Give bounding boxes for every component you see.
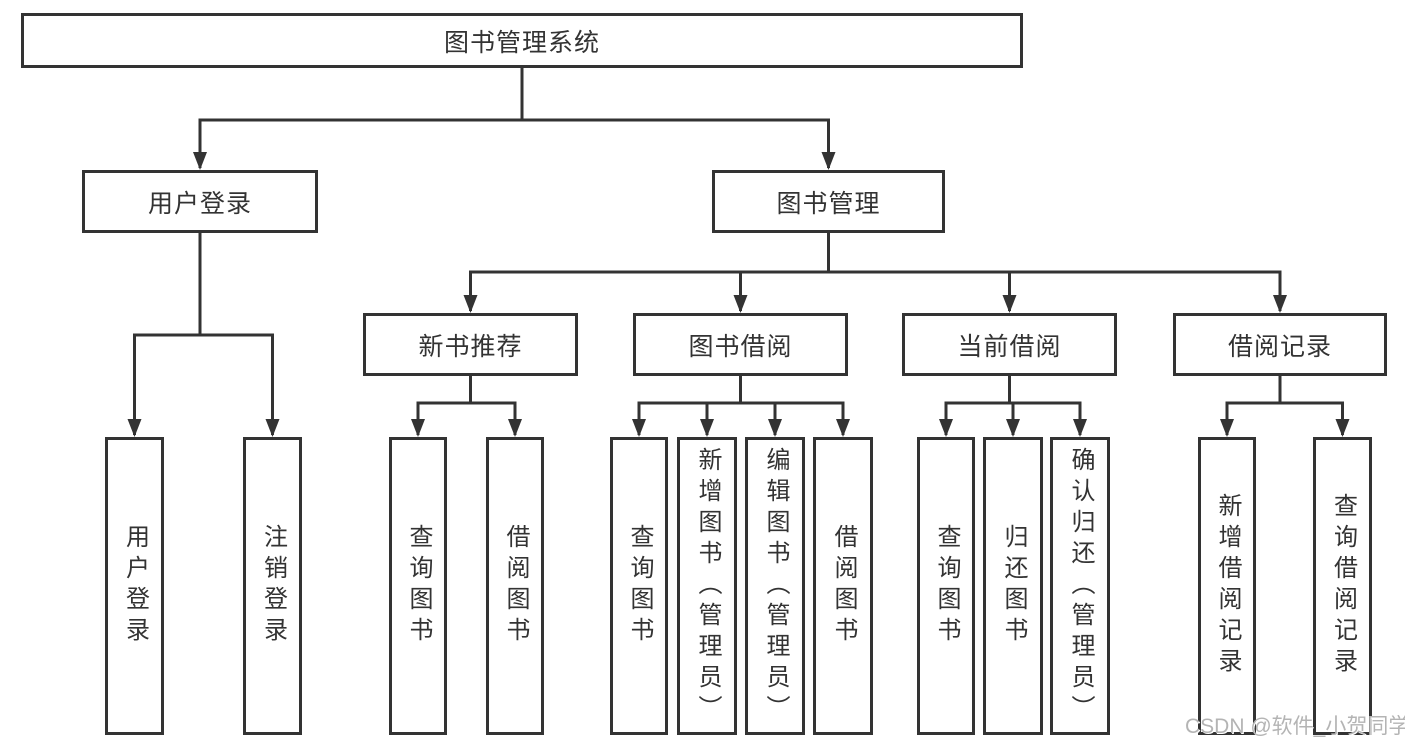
node-book-management: 图书管理: [712, 170, 945, 233]
node-user-login: 用户登录: [82, 170, 318, 233]
leaf-logout-label: 注销登录: [259, 524, 287, 648]
node-new-book-recommend-label: 新书推荐: [418, 332, 523, 361]
node-library-system: 图书管理系统: [21, 13, 1023, 68]
leaf-borrow-books-2: 借阅图书: [813, 437, 873, 735]
leaf-query-books-3-label: 查询图书: [933, 524, 960, 648]
leaf-borrow-books-1-label: 借阅图书: [502, 524, 529, 648]
node-library-system-label: 图书管理系统: [443, 28, 600, 57]
leaf-edit-books-admin: 编辑图书（管理员）: [745, 437, 805, 735]
leaf-query-borrow-record: 查询借阅记录: [1313, 437, 1372, 735]
leaf-query-books-2-label: 查询图书: [626, 524, 653, 648]
leaf-user-login: 用户登录: [105, 437, 164, 735]
leaf-query-borrow-record-label: 查询借阅记录: [1329, 493, 1357, 679]
node-borrowing-records: 借阅记录: [1173, 313, 1387, 376]
node-new-book-recommend: 新书推荐: [363, 313, 578, 376]
leaf-query-books-3: 查询图书: [917, 437, 975, 735]
leaf-query-books-1-label: 查询图书: [405, 524, 432, 648]
node-book-management-label: 图书管理: [776, 189, 881, 218]
csdn-watermark: CSDN @软件_小贺同学: [1185, 715, 1405, 738]
node-current-borrowing: 当前借阅: [902, 313, 1117, 376]
leaf-borrow-books-2-label: 借阅图书: [830, 524, 857, 648]
leaf-edit-books-admin-label: 编辑图书（管理员）: [762, 446, 789, 726]
leaf-add-books-admin: 新增图书（管理员）: [677, 437, 737, 735]
leaf-confirm-return-admin: 确认归还（管理员）: [1050, 437, 1110, 735]
leaf-query-books-2: 查询图书: [610, 437, 668, 735]
leaf-user-login-label: 用户登录: [121, 524, 149, 648]
leaf-query-books-1: 查询图书: [389, 437, 447, 735]
node-book-borrowing-label: 图书借阅: [688, 332, 793, 361]
node-current-borrowing-label: 当前借阅: [957, 332, 1062, 361]
leaf-confirm-return-admin-label: 确认归还（管理员）: [1067, 446, 1094, 726]
node-borrowing-records-label: 借阅记录: [1227, 332, 1332, 361]
leaf-add-borrow-record: 新增借阅记录: [1198, 437, 1256, 735]
leaf-add-borrow-record-label: 新增借阅记录: [1214, 493, 1241, 679]
leaf-logout: 注销登录: [243, 437, 302, 735]
node-user-login-label: 用户登录: [147, 189, 252, 218]
leaf-return-books-label: 归还图书: [1000, 524, 1027, 648]
leaf-return-books: 归还图书: [983, 437, 1043, 735]
node-book-borrowing: 图书借阅: [633, 313, 848, 376]
leaf-borrow-books-1: 借阅图书: [486, 437, 544, 735]
leaf-add-books-admin-label: 新增图书（管理员）: [694, 446, 721, 726]
